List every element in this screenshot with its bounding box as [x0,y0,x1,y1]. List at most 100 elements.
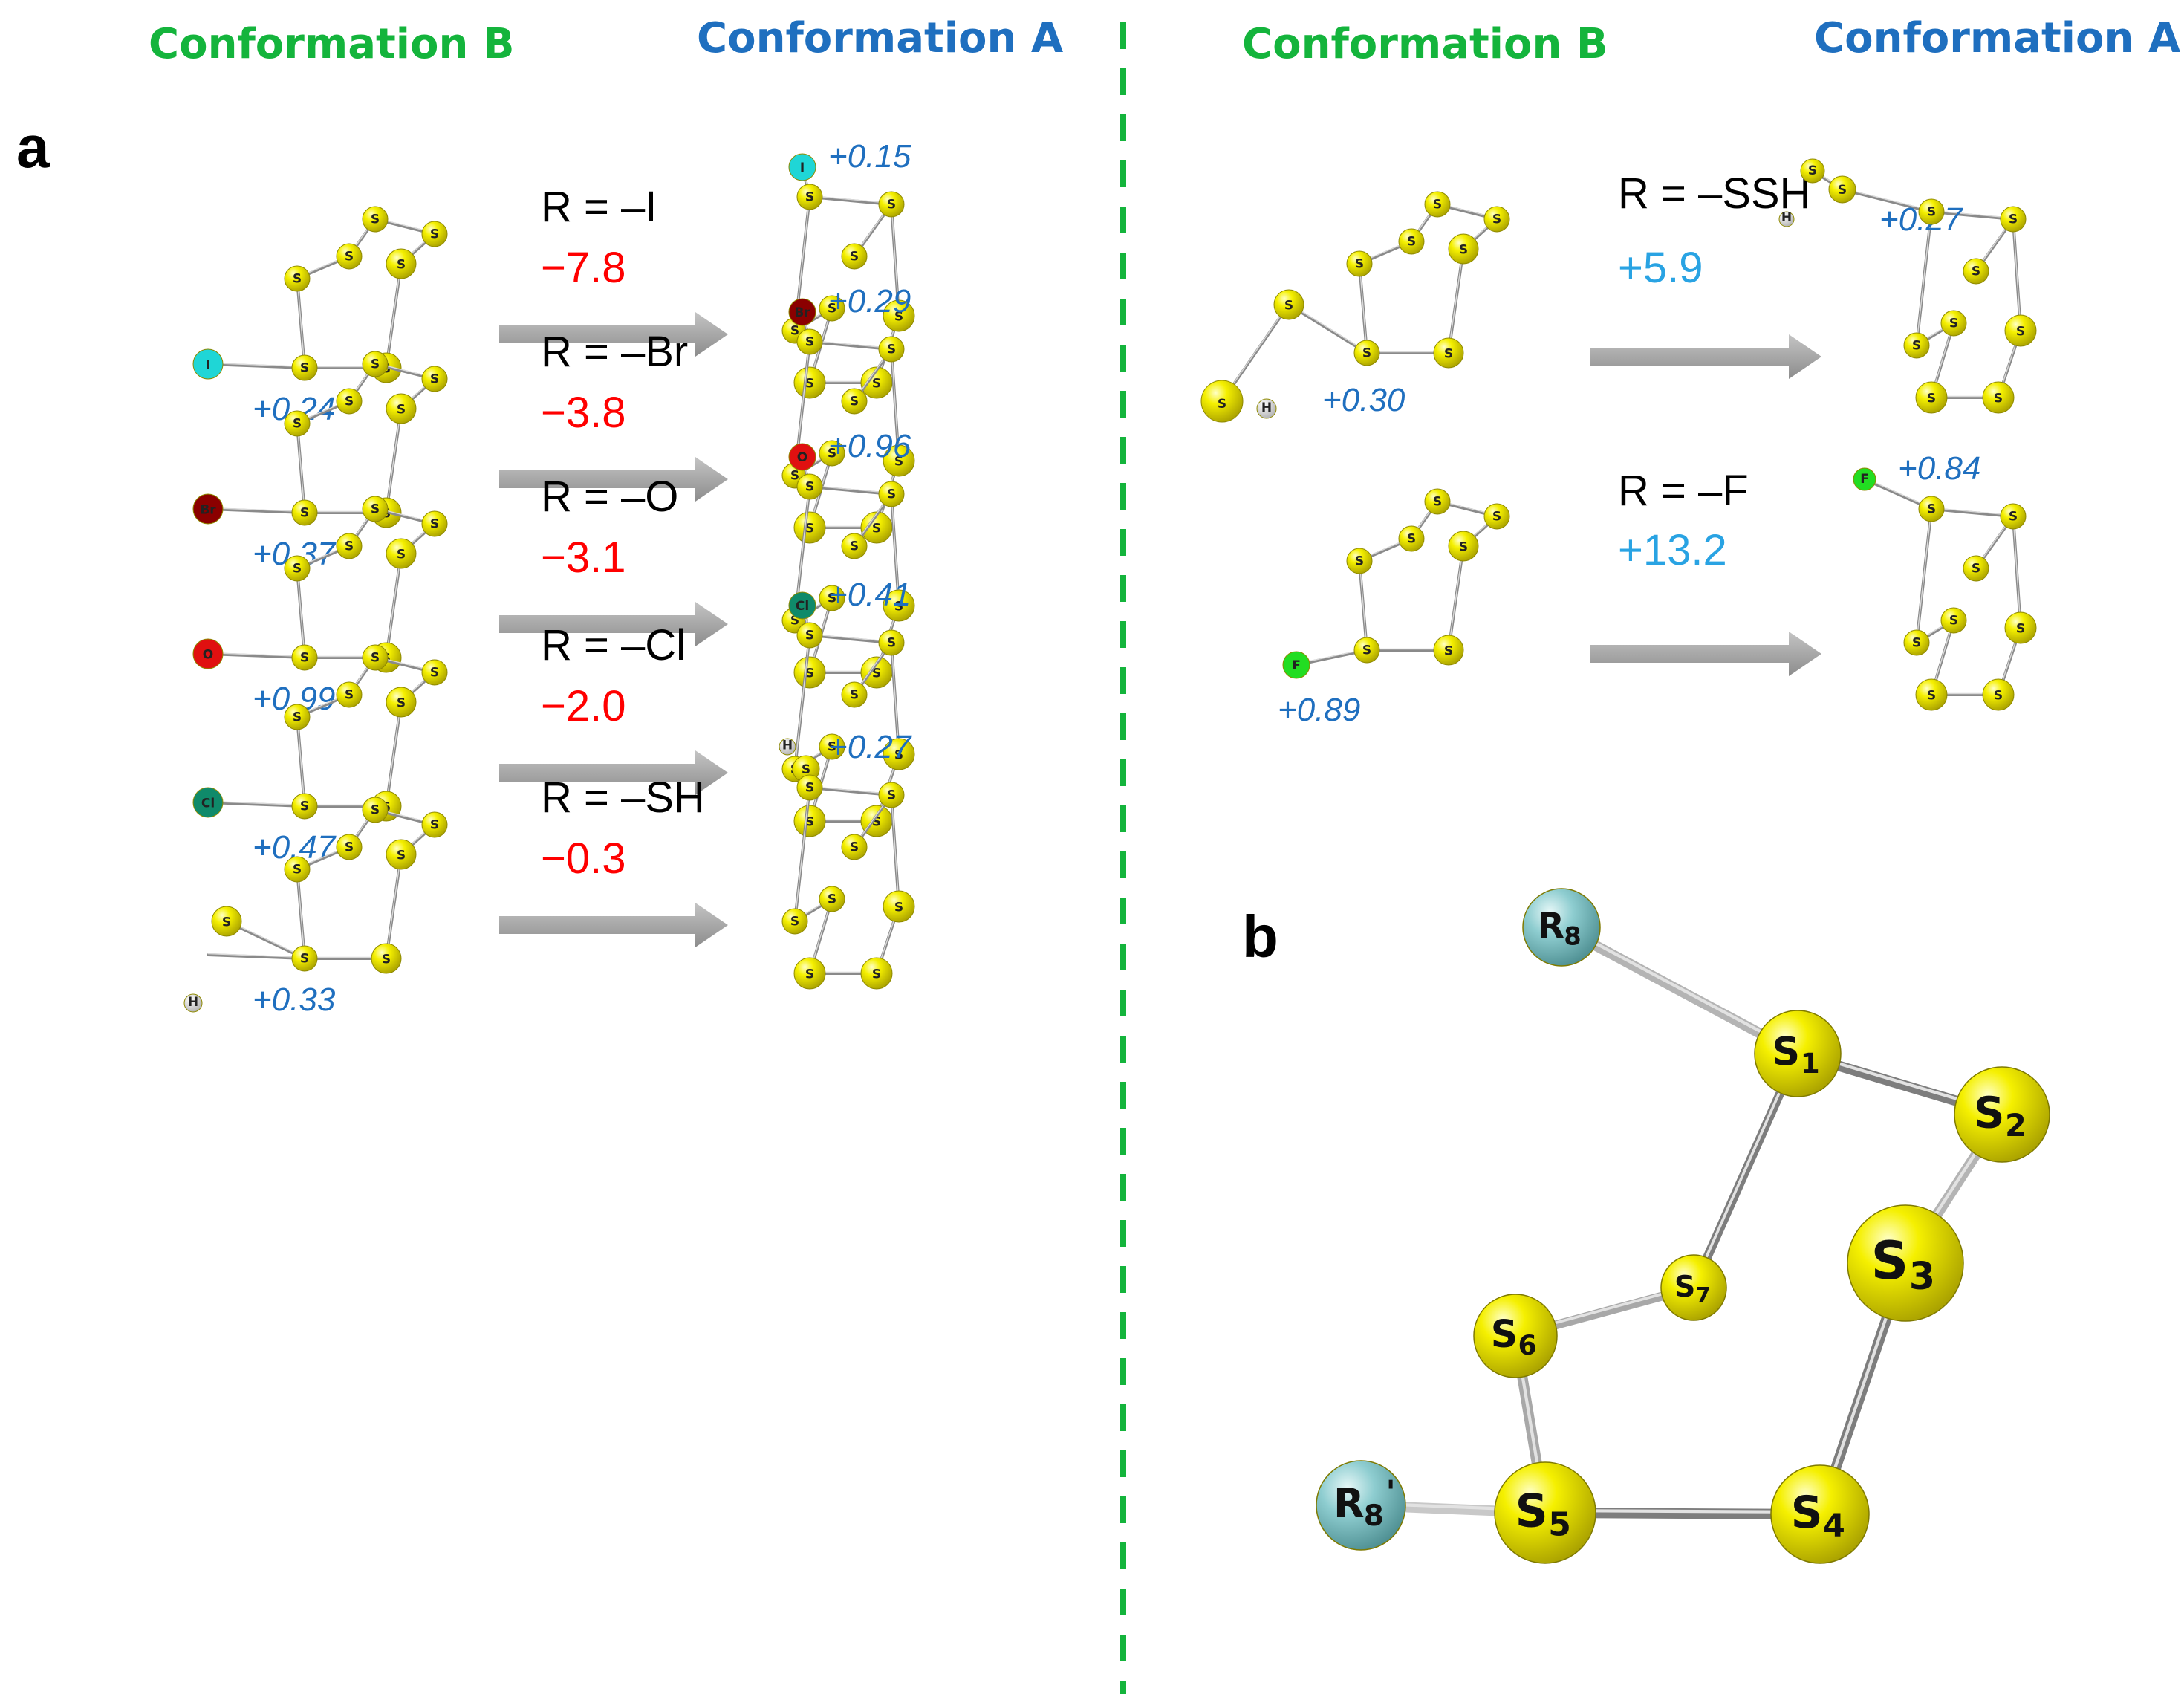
bond-highlight [809,195,892,204]
bond-highlight [296,421,305,513]
sulfur-atom [2004,611,2037,644]
sulfur-atom [336,533,363,559]
atom-label: S [802,762,810,777]
sulfur-atom [386,839,417,870]
atom-label: S [850,687,859,702]
atom-label: S [872,522,881,536]
atom-label: S [1927,204,1936,219]
sulfur-s5 [1494,1461,1596,1564]
sulfur-atom [1918,496,1945,522]
bond-highlight [386,262,402,368]
atom-label: S [1927,689,1936,704]
bond-highlight [891,347,900,461]
charge-conformation-a: +0.84 [1898,450,1980,487]
sulfur-s7-label: S [1674,1270,1696,1304]
atom-label: S [345,394,354,409]
sulfur-atom [878,191,905,218]
reaction-arrow [499,457,728,502]
substituent-label: R = –F [1618,467,1749,515]
atom-label: S [1433,197,1442,212]
bond-highlight [1559,923,1800,1054]
atom-label: S [1994,689,2003,704]
sulfur-s3-subscript: 3 [1909,1254,1935,1298]
atom-label: S [345,249,354,264]
atom-label: S [1492,509,1501,524]
atom-label: S [805,666,814,681]
sulfur-atom [2000,206,2027,233]
atom-label: S [1949,316,1958,331]
sulfur-atom [1424,488,1451,515]
sulfur-atom [1982,381,2015,414]
sulfur-atom [421,811,448,838]
atom-label: S [828,739,836,754]
reaction-arrow [1590,632,1821,676]
bond-highlight [1842,187,1932,212]
energy-difference: −7.8 [541,244,626,292]
bond-highlight [809,785,892,795]
atom-label: S [430,665,439,680]
atom-label: S [1444,346,1453,361]
atom-label: S [1927,502,1936,516]
bond [1287,303,1368,354]
atom-label: S [1355,554,1364,568]
hydrogen-atom [183,993,203,1013]
atom-label: S [1838,183,1847,198]
atom-label: S [790,914,799,929]
sulfur-atom [1433,635,1464,666]
bond-highlight [386,406,402,513]
substituent-label: R = –SH [541,773,705,822]
sulfur-atom [362,496,389,522]
reaction-arrow [499,903,728,947]
panel-label-a: a [16,114,50,180]
charge-conformation-b: +0.30 [1322,382,1405,418]
atom-label: S [430,817,439,832]
atom-label: S [430,227,439,241]
sulfur-atom [1915,678,1948,711]
sulfur-atom [860,957,893,990]
bond [207,507,306,514]
atom-label: S [397,695,406,710]
sulfur-atom [421,221,448,247]
hydrogen-atom [1256,398,1277,419]
reaction-arrow [499,312,728,357]
atom-label: S [850,840,859,854]
sulfur-atom [1448,233,1479,265]
bond-highlight [1448,247,1464,353]
atom-label: S [790,323,799,338]
sulfur-atom [819,733,845,760]
chlorine-atom [192,787,224,818]
sulfur-atom [386,393,417,424]
bond-highlight [1916,507,1932,643]
sulfur-s2-label: S [1974,1088,2004,1138]
sulfur-atom [841,834,868,860]
sulfur-atom [1398,228,1425,255]
sulfur-atom [793,957,826,990]
atom-label: S [300,799,309,814]
sulfur-atom [386,248,417,279]
atom-label: O [797,450,807,465]
oxygen-atom [192,638,224,669]
sulfur-atom [336,834,363,860]
r8-substituent-label: R [1538,906,1564,947]
atom-label: H [782,739,793,753]
r8-prime-substituent [1316,1460,1406,1551]
atom-label: S [1927,392,1936,406]
atom-label: S [872,967,881,982]
bond-highlight [207,953,305,958]
sulfur-atom [878,782,905,808]
atom-label: H [188,995,198,1010]
reaction-arrow [499,750,728,795]
charge-conformation-b: +0.89 [1278,692,1360,728]
sulfur-atom [819,585,845,611]
sulfur-atom [793,366,826,399]
sulfur-atom [291,793,318,820]
bond-highlight [891,492,900,606]
sulfur-s1 [1754,1010,1842,1097]
atom-label: S [371,357,380,372]
sulfur-atom [878,629,905,656]
atom-label: S [887,197,896,212]
header-left-conformation-b: Conformation B [149,20,515,68]
sulfur-atom [211,906,242,937]
atom-label: S [2009,509,2018,524]
sulfur-atom [336,681,363,708]
